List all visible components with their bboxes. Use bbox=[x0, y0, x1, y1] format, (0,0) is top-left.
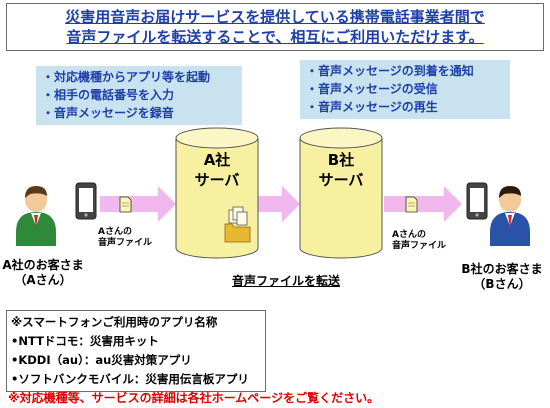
arrow-a-to-server bbox=[100, 186, 176, 222]
server-a-line-1: A社 bbox=[203, 151, 231, 169]
phone-b-icon bbox=[466, 182, 488, 220]
left-steps-box: ・対応機種からアプリ等を起動 ・相手の電話番号を入力 ・音声メッセージを録音 bbox=[36, 66, 242, 125]
right-step-2: ・音声メッセージの受信 bbox=[306, 82, 438, 96]
file-caption-a-line-1: Aさんの bbox=[98, 227, 132, 237]
folder-icon bbox=[224, 206, 251, 243]
server-b-cylinder bbox=[299, 127, 383, 259]
arrow-server-to-server bbox=[258, 186, 300, 222]
person-a-icon bbox=[16, 186, 56, 246]
left-step-1: ・対応機種からアプリ等を起動 bbox=[42, 70, 211, 84]
server-a-label: A社 サーバ bbox=[177, 150, 257, 190]
right-step-3: ・音声メッセージの再生 bbox=[306, 100, 438, 114]
person-b-icon bbox=[490, 186, 530, 246]
header-line-2: 音声ファイルを転送することで、相互にご利用いただけます。 bbox=[66, 28, 484, 46]
customer-a-line-2: （Aさん） bbox=[14, 273, 72, 287]
customer-a-line-1: A社のお客さま bbox=[2, 258, 84, 272]
server-b-line-2: サーバ bbox=[318, 171, 364, 189]
server-b-label: B社 サーバ bbox=[301, 150, 381, 190]
server-b-line-1: B社 bbox=[327, 151, 355, 169]
file-caption-a: Aさんの 音声ファイル bbox=[98, 227, 152, 249]
file-caption-b-line-1: Aさんの bbox=[392, 230, 426, 240]
transfer-label: 音声ファイルを転送 bbox=[232, 274, 341, 288]
arrow-server-to-b bbox=[384, 186, 462, 222]
footnote: ※対応機種等、サービスの詳細は各社ホームページをご覧ください。 bbox=[8, 391, 380, 405]
app-names-box: ※スマートフォンご利用時のアプリ名称 •NTTドコモ：災害用キット •KDDI（… bbox=[6, 310, 266, 392]
customer-b-line-2: （Bさん） bbox=[473, 277, 531, 291]
customer-b-label: B社のお客さま （Bさん） bbox=[456, 262, 548, 292]
phone-a-icon bbox=[75, 182, 97, 220]
app-name-softbank: •ソフトバンクモバイル：災害用伝言板アプリ bbox=[11, 372, 249, 386]
customer-a-label: A社のお客さま （Aさん） bbox=[0, 258, 86, 288]
server-a-line-2: サーバ bbox=[194, 171, 240, 189]
file-caption-b-line-2: 音声ファイル bbox=[392, 241, 447, 251]
file-caption-b: Aさんの 音声ファイル bbox=[392, 230, 446, 252]
app-names-title: ※スマートフォンご利用時のアプリ名称 bbox=[11, 315, 218, 329]
left-step-2: ・相手の電話番号を入力 bbox=[42, 88, 175, 102]
app-name-kddi: •KDDI（au）：au災害対策アプリ bbox=[11, 353, 192, 367]
app-name-docomo: •NTTドコモ：災害用キット bbox=[11, 334, 159, 348]
right-steps-box: ・音声メッセージの到着を通知 ・音声メッセージの受信 ・音声メッセージの再生 bbox=[300, 60, 510, 119]
right-step-1: ・音声メッセージの到着を通知 bbox=[306, 64, 474, 78]
file-icon-a bbox=[119, 196, 132, 213]
left-step-3: ・音声メッセージを録音 bbox=[42, 106, 174, 120]
header-box: 災害用音声お届けサービスを提供している携帯電話事業者間で 音声ファイルを転送する… bbox=[6, 3, 544, 51]
file-caption-a-line-2: 音声ファイル bbox=[98, 238, 153, 248]
customer-b-line-1: B社のお客さま bbox=[461, 262, 543, 276]
file-icon-b bbox=[405, 196, 418, 213]
header-line-1: 災害用音声お届けサービスを提供している携帯電話事業者間で bbox=[65, 8, 485, 26]
